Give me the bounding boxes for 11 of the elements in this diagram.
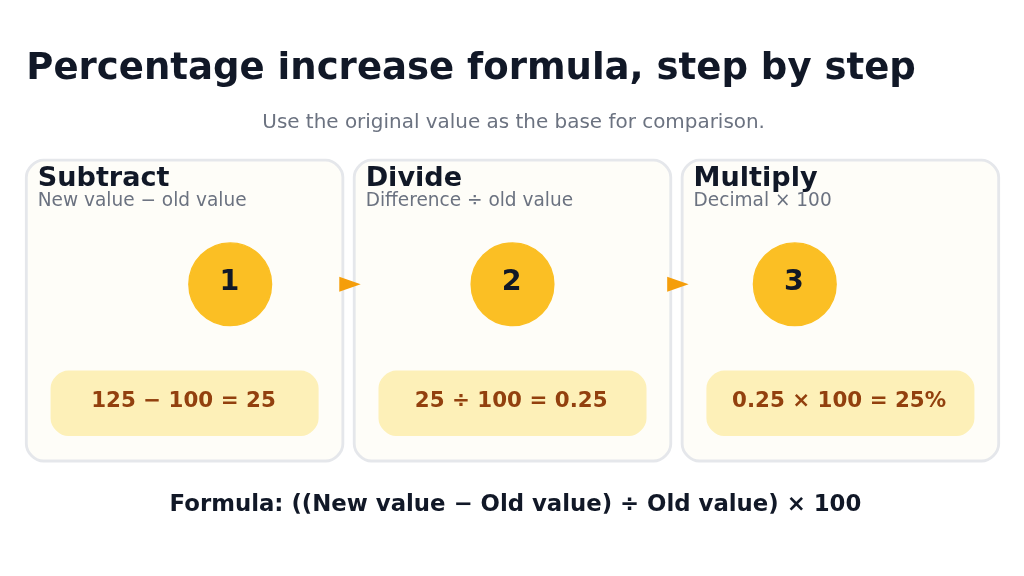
node-circle: 1: [187, 241, 272, 326]
node-box: 125 − 100 = 25: [50, 369, 319, 436]
node-circle: 2: [469, 241, 555, 326]
node-box: 25 ÷ 100 = 0.25: [378, 369, 646, 436]
node-box: 0.25 × 100 = 25%: [705, 369, 974, 436]
node-circle: 3: [752, 241, 837, 326]
arrow: [666, 276, 689, 292]
label: Use the original value as the base for comparison.: [261, 108, 765, 133]
label: Formula: ((New value − Old value) ÷ Old value) × 100: [169, 489, 861, 516]
arrow: [338, 276, 361, 292]
diagram-title: Percentage increase formula, step by step: [25, 44, 916, 88]
